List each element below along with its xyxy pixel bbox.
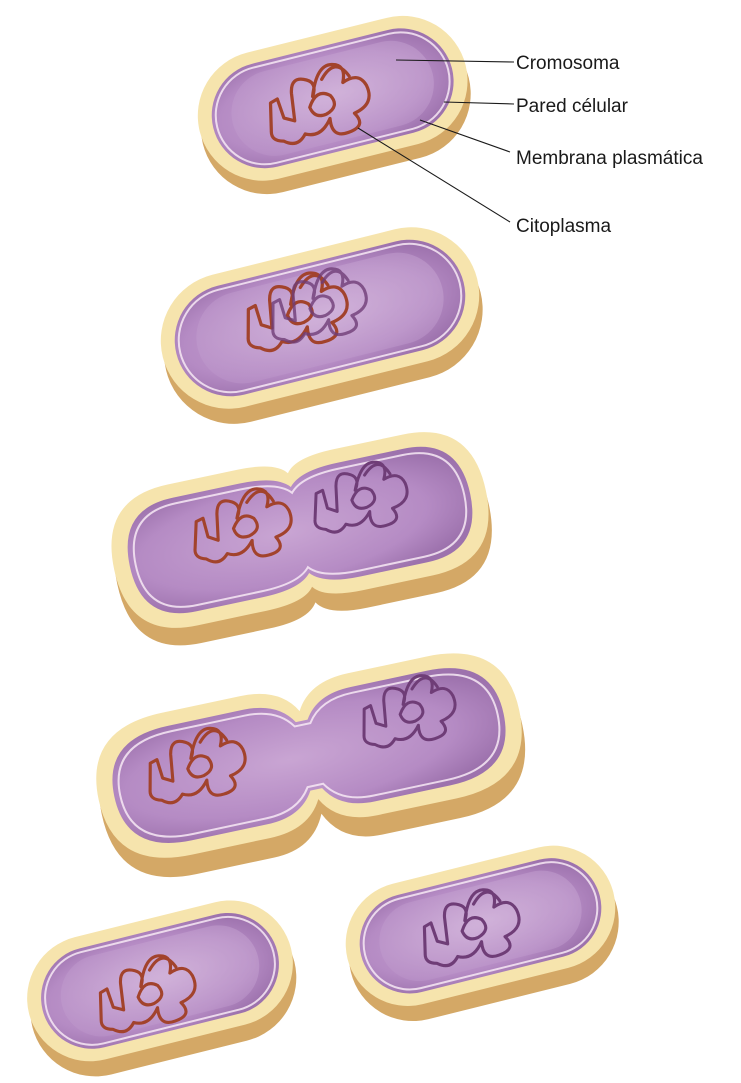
label-chromosome: Cromosoma — [516, 53, 620, 74]
label-cell-wall: Pared célular — [516, 96, 629, 117]
bacterium-stage-3 — [99, 420, 504, 657]
bacterium-stage-2 — [146, 213, 497, 439]
bacterium-stage-4 — [84, 640, 539, 891]
label-cytoplasm: Citoplasma — [516, 216, 611, 237]
daughter-cell-left — [14, 887, 310, 1083]
label-plasma-membrane: Membrana plasmática — [516, 148, 703, 169]
